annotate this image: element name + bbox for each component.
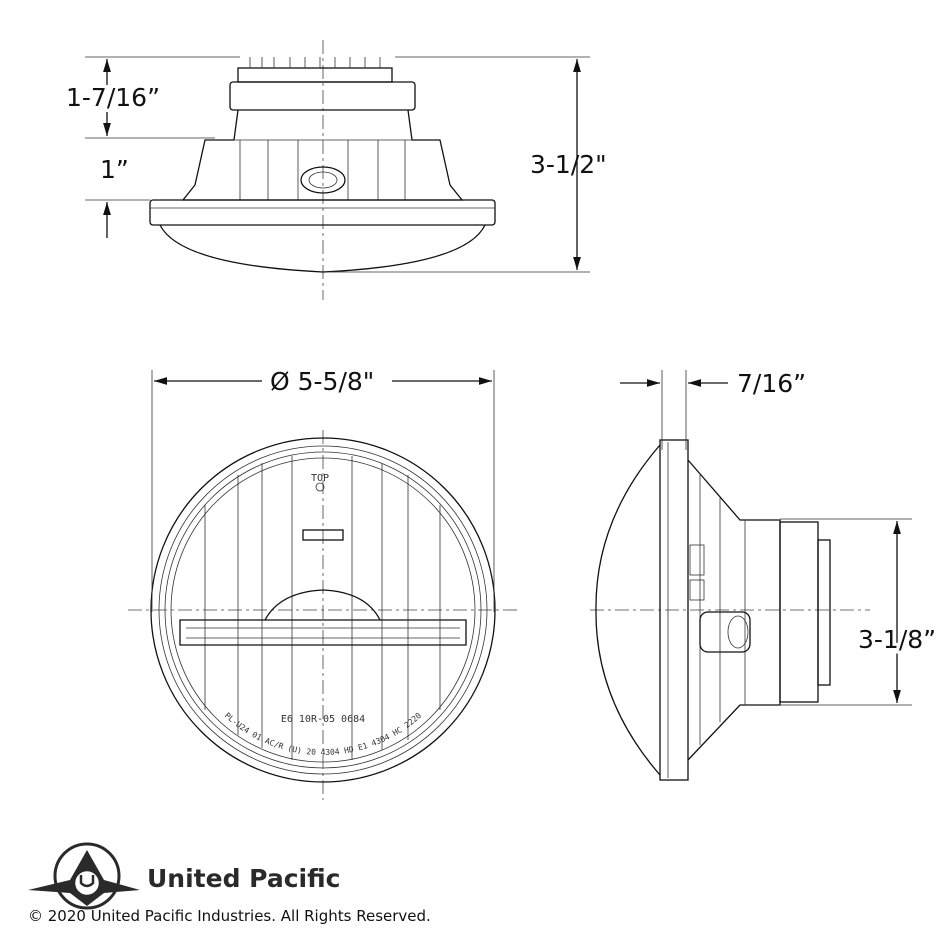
dim-top-body-height: 1” — [100, 155, 129, 184]
dim-rear-housing-diameter: 3-1/8” — [858, 625, 936, 654]
brand-name: United Pacific — [147, 864, 341, 893]
dimension-lines-diameter — [151, 370, 495, 612]
side-view: 7/16” 3-1/8” — [590, 369, 939, 781]
united-pacific-logo — [28, 842, 140, 910]
dimension-lines-top — [85, 56, 590, 273]
dim-top-connector-height: 1-7/16” — [66, 83, 160, 112]
vent-port — [300, 166, 346, 194]
dim-overall-depth: 3-1/2" — [530, 150, 607, 179]
lens-top-label: TOP — [311, 473, 329, 484]
dim-diameter: Ø 5-5/8" — [270, 367, 374, 396]
connector — [237, 57, 393, 83]
dimension-lines-side — [620, 370, 912, 706]
dim-flange-thickness: 7/16” — [737, 369, 806, 398]
copyright: © 2020 United Pacific Industries. All Ri… — [28, 907, 431, 925]
front-view: TOP E6 10R-05 0684 PL-U24 01 AC/R (U) 20… — [128, 367, 518, 800]
lens-marking-1: E6 10R-05 0684 — [281, 714, 365, 725]
top-view: 1-7/16” 1” 3-1/2" — [66, 40, 607, 300]
